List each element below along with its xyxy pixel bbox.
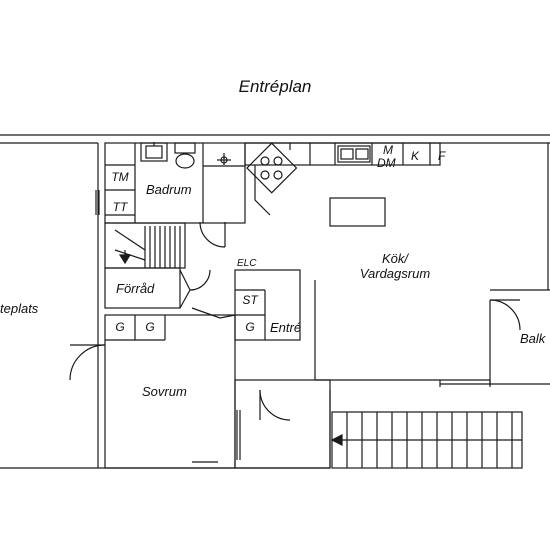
tt-label: TT (112, 200, 128, 214)
room-sovrum: Sovrum (142, 384, 187, 399)
stair-arrow-icon (118, 254, 132, 265)
room-parkering: teplats (0, 301, 39, 316)
staircase-lower (331, 411, 523, 469)
room-kok-line2: Vardagsrum (359, 266, 431, 281)
k-label: K (411, 149, 420, 163)
staircase-upper (104, 222, 186, 269)
stair-arrow-lower-icon (330, 434, 343, 446)
tm-label: TM (111, 170, 129, 184)
sink-icon (140, 142, 168, 162)
st-label: ST (242, 293, 258, 307)
room-badrum: Badrum (146, 182, 192, 197)
storage-walls (104, 267, 211, 309)
shower-icon (217, 153, 231, 165)
g3-label: G (245, 320, 255, 334)
m-label: M (383, 143, 393, 157)
kitchen-walls (95, 142, 550, 387)
toilet-icon (174, 142, 196, 169)
plan-title: Entréplan (238, 77, 312, 96)
room-balk: Balk (520, 331, 546, 346)
g1-label: G (115, 320, 125, 334)
elc-label: ELC (237, 258, 257, 269)
f-label: F (438, 149, 446, 163)
kitchen-sink-icon (337, 145, 371, 163)
room-kok-line1: Kök/ (381, 251, 408, 266)
room-forrad: Förråd (116, 281, 155, 296)
g2-label: G (145, 320, 155, 334)
entry-walls (199, 221, 331, 469)
room-entre: Entré (270, 320, 302, 335)
stove-icon (246, 142, 298, 194)
dm-label: DM (377, 156, 396, 170)
